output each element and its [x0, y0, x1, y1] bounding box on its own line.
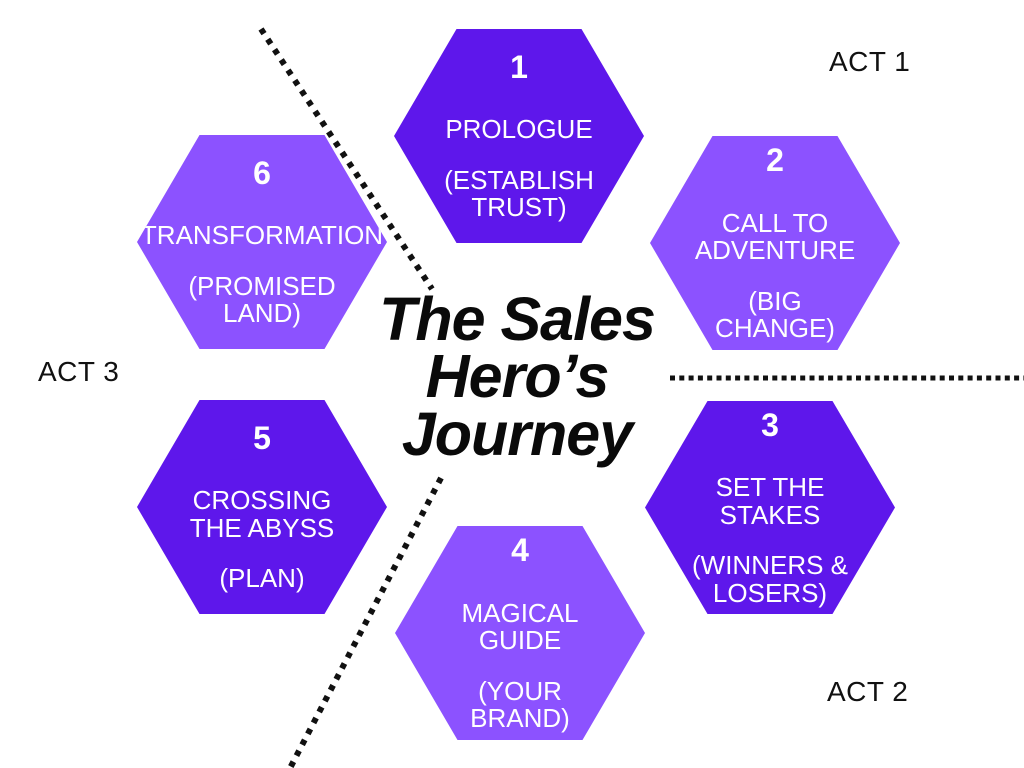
hexagon-step-3: 3 SET THE STAKES (WINNERS & LOSERS)	[645, 401, 895, 614]
step-5-name: CROSSING THE ABYSS	[189, 485, 335, 543]
step-6-name: TRANSFORMATION	[140, 220, 384, 251]
hexagon-step-4: 4 MAGICAL GUIDE (YOUR BRAND)	[395, 526, 645, 740]
step-5-subtitle: (PLAN)	[219, 563, 305, 594]
step-2-name: CALL TO ADVENTURE	[694, 207, 856, 266]
step-3-name: SET THE STAKES	[715, 472, 825, 530]
step-2-number: 2	[766, 142, 784, 179]
step-4-number: 4	[511, 532, 529, 569]
step-2-subtitle: (BIG CHANGE)	[715, 285, 835, 344]
step-6-subtitle: (PROMISED LAND)	[188, 270, 336, 329]
diagram-title: The Sales Hero’s Journey	[379, 285, 656, 468]
step-1-subtitle: (ESTABLISH TRUST)	[444, 164, 594, 223]
act-2-label: ACT 2	[827, 676, 909, 707]
step-6-number: 6	[253, 155, 271, 192]
hexagon-step-5: 5 CROSSING THE ABYSS (PLAN)	[137, 400, 387, 614]
hexagon-step-2: 2 CALL TO ADVENTURE (BIG CHANGE)	[650, 136, 900, 350]
step-4-subtitle: (YOUR BRAND)	[470, 675, 570, 734]
step-3-subtitle: (WINNERS & LOSERS)	[692, 550, 848, 608]
hexagon-step-6: 6 TRANSFORMATION (PROMISED LAND)	[137, 135, 387, 349]
step-5-number: 5	[253, 420, 271, 457]
step-3-number: 3	[761, 406, 779, 443]
step-4-name: MAGICAL GUIDE	[461, 597, 579, 656]
step-1-number: 1	[510, 49, 528, 86]
act-3-label: ACT 3	[38, 356, 120, 387]
hexagon-step-1: 1 PROLOGUE (ESTABLISH TRUST)	[394, 29, 644, 243]
act-1-label: ACT 1	[829, 46, 911, 77]
step-1-name: PROLOGUE	[445, 114, 593, 145]
